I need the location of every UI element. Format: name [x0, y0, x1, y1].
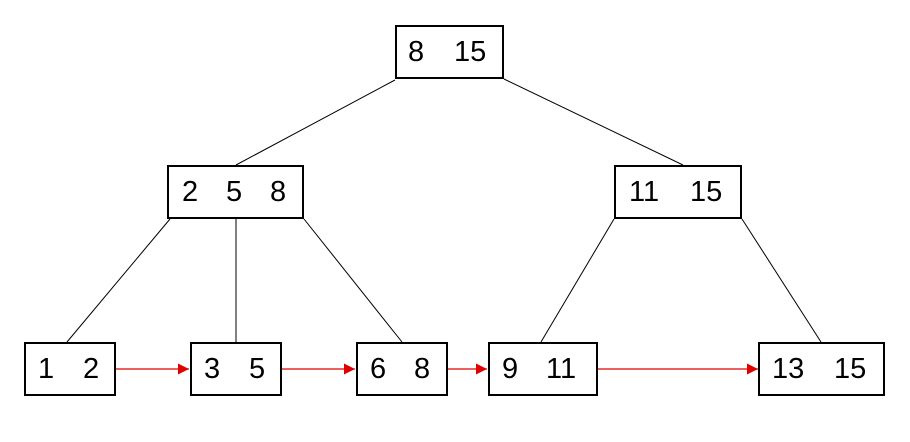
node-internal-right-box	[614, 165, 742, 219]
node-internal-left-key-2: 5	[226, 176, 242, 208]
node-root-key-1: 8	[408, 36, 424, 68]
node-internal-left-key-1: 2	[182, 176, 198, 208]
node-internal-left-key-3: 8	[270, 176, 286, 208]
node-leaf-2-box	[190, 342, 282, 396]
node-leaf-3-key-1: 6	[370, 353, 386, 385]
node-leaf-5: 13 15	[758, 342, 885, 396]
edge-internal-right-to-leaf-4	[540, 218, 615, 343]
node-root-box	[395, 25, 504, 79]
node-internal-right-key-2: 15	[690, 176, 722, 208]
node-internal-left: 2 5 8	[167, 165, 304, 219]
node-leaf-3-key-2: 8	[414, 353, 430, 385]
edge-root-to-internal-left	[235, 79, 396, 166]
node-leaf-3: 6 8	[356, 342, 448, 396]
node-leaf-4: 9 11	[488, 342, 598, 396]
edge-internal-left-to-leaf-3	[303, 218, 403, 343]
node-leaf-1-box	[24, 342, 116, 396]
node-leaf-4-key-1: 9	[502, 353, 518, 385]
node-root: 8 15	[395, 25, 504, 79]
node-internal-left-box	[167, 165, 304, 219]
edge-internal-left-to-leaf-1	[66, 218, 171, 343]
node-leaf-2-key-1: 3	[204, 353, 220, 385]
node-leaf-5-key-1: 13	[772, 353, 804, 385]
node-internal-right-key-1: 11	[629, 176, 659, 208]
node-root-key-2: 15	[454, 36, 486, 68]
node-leaf-2: 3 5	[190, 342, 282, 396]
node-leaf-4-box	[488, 342, 598, 396]
edge-internal-right-to-leaf-5	[741, 218, 822, 343]
node-internal-right: 11 15	[614, 165, 742, 219]
node-leaf-3-box	[356, 342, 448, 396]
node-leaf-1: 1 2	[24, 342, 116, 396]
node-leaf-5-key-2: 15	[834, 353, 866, 385]
node-leaf-1-key-1: 1	[38, 353, 54, 385]
node-leaf-5-box	[758, 342, 885, 396]
node-leaf-1-key-2: 2	[83, 353, 99, 385]
edge-root-to-internal-right	[503, 78, 684, 166]
node-leaf-4-key-2: 11	[546, 353, 576, 385]
node-leaf-2-key-2: 5	[249, 353, 265, 385]
